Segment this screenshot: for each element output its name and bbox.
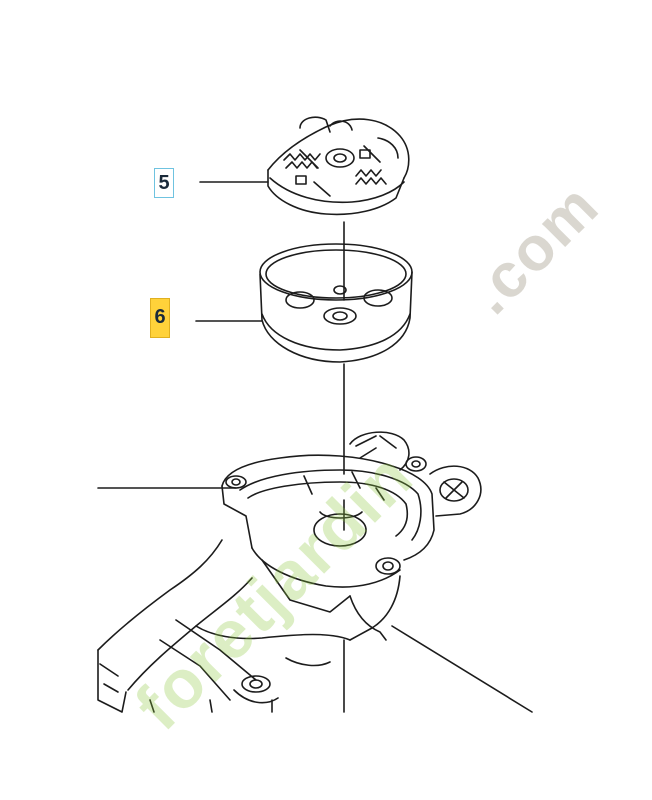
leader-lines [97, 181, 533, 713]
clutch-drum [259, 243, 413, 363]
callout-label-5: 5 [154, 168, 174, 198]
clutch-housing [97, 431, 482, 713]
clutch-shoe-assembly [267, 116, 410, 216]
callout-label-6: 6 [150, 298, 170, 338]
